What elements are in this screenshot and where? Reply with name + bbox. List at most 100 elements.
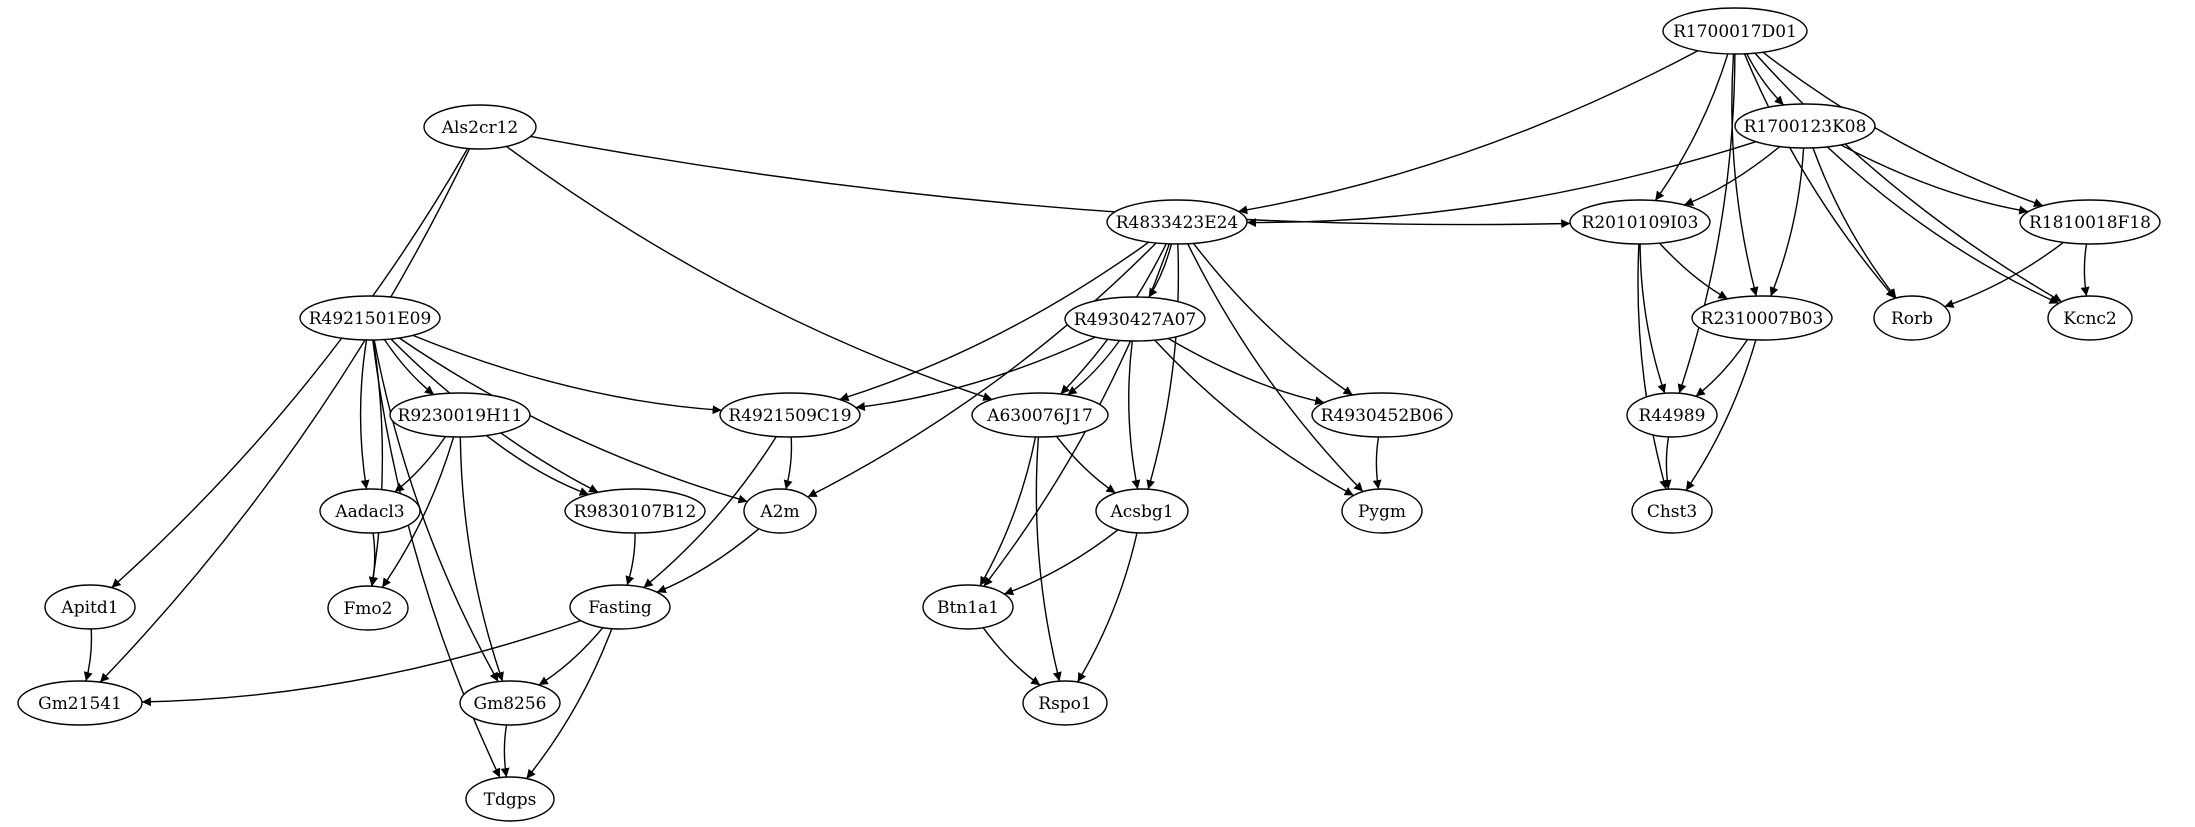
nodes-layer: R1700017D01R1700123K08Als2cr12R4833423E2… bbox=[17, 7, 2161, 822]
node-r2010109i03: R2010109I03 bbox=[1569, 199, 1711, 245]
node-label: Gm21541 bbox=[38, 694, 122, 714]
node-r4921509c19: R4921509C19 bbox=[719, 392, 861, 438]
node-ellipse bbox=[1095, 488, 1189, 534]
node-ellipse bbox=[423, 104, 537, 150]
node-r9830107b12: R9830107B12 bbox=[564, 488, 706, 534]
node-label: Kcnc2 bbox=[2063, 309, 2117, 329]
edge-r4921501e09-to-tdgps bbox=[372, 339, 501, 778]
node-ellipse bbox=[2019, 199, 2161, 245]
node-label: R4833423E24 bbox=[1116, 213, 1239, 233]
edge-a630076j17-to-acsbg1 bbox=[1055, 435, 1116, 494]
node-r4930452b06: R4930452B06 bbox=[1311, 392, 1453, 438]
edge-r4930427a07-to-acsbg1 bbox=[1128, 340, 1141, 490]
edge-r4921501e09-to-aadacl3 bbox=[359, 339, 370, 490]
node-label: Btn1a1 bbox=[937, 598, 999, 618]
edge-r2310007b03-to-r44989 bbox=[1695, 339, 1749, 397]
edge-btn1a1-to-rspo1 bbox=[982, 627, 1041, 686]
node-ellipse bbox=[1311, 392, 1453, 438]
node-r44989: R44989 bbox=[1626, 392, 1718, 438]
node-r1700017d01: R1700017D01 bbox=[1662, 7, 1808, 55]
node-label: R9230019H11 bbox=[398, 406, 523, 426]
node-ellipse bbox=[1106, 199, 1248, 245]
node-ellipse bbox=[389, 392, 531, 438]
edge-r1700017d01-to-r2310007b03 bbox=[1731, 53, 1759, 297]
edge-als2cr12-to-r2010109i03 bbox=[530, 135, 1571, 229]
node-ellipse bbox=[564, 488, 706, 534]
edge-r1700123k08-to-rorb bbox=[1812, 147, 1897, 299]
edge-a630076j17-to-btn1a1 bbox=[979, 436, 1037, 587]
node-r4833423e24: R4833423E24 bbox=[1106, 199, 1248, 245]
edge-r9230019h11-to-aadacl3 bbox=[394, 436, 447, 493]
edge-a2m-to-fasting bbox=[656, 528, 760, 594]
edge-fasting-to-tdgps bbox=[525, 628, 613, 780]
node-pygm: Pygm bbox=[1341, 488, 1423, 534]
edge-fasting-to-gm21541 bbox=[141, 619, 582, 707]
edge-r4921501e09-to-r4921509c19 bbox=[412, 334, 722, 415]
edges-layer bbox=[83, 50, 2090, 780]
node-ellipse bbox=[319, 488, 421, 534]
edge-r4921509c19-to-a2m bbox=[783, 436, 793, 490]
node-label: A2m bbox=[759, 502, 799, 522]
edge-r2010109i03-to-r44989 bbox=[1639, 243, 1667, 394]
edge-r1700017d01-to-r44989 bbox=[1677, 53, 1736, 394]
edge-r2010109i03-to-chst3 bbox=[1637, 243, 1668, 490]
node-ellipse bbox=[1022, 680, 1108, 726]
edge-r1810018f18-to-kcnc2 bbox=[2080, 243, 2090, 297]
node-ellipse bbox=[1341, 488, 1423, 534]
node-label: Chst3 bbox=[1647, 502, 1697, 522]
edge-r4930427a07-to-pygm bbox=[1154, 339, 1355, 497]
node-label: Fmo2 bbox=[344, 599, 393, 619]
edge-r9230019h11-to-fmo2 bbox=[381, 436, 455, 588]
edge-r1700123k08-to-r2010109i03 bbox=[1683, 145, 1781, 206]
edge-r4833423e24-to-a2m bbox=[807, 242, 1157, 498]
node-label: R2010109I03 bbox=[1582, 213, 1699, 233]
edge-r2310007b03-to-chst3 bbox=[1685, 339, 1757, 491]
edge-r4930452b06-to-pygm bbox=[1372, 436, 1382, 490]
node-ellipse bbox=[1064, 296, 1206, 342]
node-ellipse bbox=[971, 392, 1109, 438]
edge-fasting-to-gm8256 bbox=[538, 627, 604, 686]
node-kcnc2: Kcnc2 bbox=[2047, 295, 2133, 341]
node-label: Rspo1 bbox=[1038, 694, 1091, 714]
node-r1700123k08: R1700123K08 bbox=[1734, 103, 1876, 149]
edge-apitd1-to-gm21541 bbox=[83, 628, 93, 682]
node-label: R2310007B03 bbox=[1701, 309, 1824, 329]
node-ellipse bbox=[1626, 392, 1718, 438]
edge-r1700123k08-to-r1810018f18 bbox=[1840, 144, 2029, 215]
edge-a630076j17-to-rspo1 bbox=[1035, 436, 1062, 682]
node-r2310007b03: R2310007B03 bbox=[1691, 295, 1833, 341]
node-a630076j17: A630076J17 bbox=[971, 392, 1109, 438]
node-label: R1700123K08 bbox=[1744, 117, 1867, 137]
node-r1810018f18: R1810018F18 bbox=[2019, 199, 2161, 245]
edge-r1700017d01-to-r2010109i03 bbox=[1654, 53, 1729, 201]
node-ellipse bbox=[743, 488, 817, 534]
edge-r1700017d01-to-r1810018f18 bbox=[1762, 51, 2044, 207]
node-r9230019h11: R9230019H11 bbox=[389, 392, 531, 438]
node-ellipse bbox=[1734, 103, 1876, 149]
node-gm8256: Gm8256 bbox=[459, 680, 561, 726]
edge-r1700017d01-to-r1700123k08 bbox=[1746, 53, 1785, 106]
edge-r4930427a07-to-r4930452b06 bbox=[1167, 337, 1325, 406]
edge-r1700123k08-to-kcnc2 bbox=[1826, 146, 2059, 305]
edge-gm8256-to-tdgps bbox=[500, 724, 510, 778]
edge-r4833423e24-to-r4921509c19 bbox=[839, 241, 1150, 402]
node-ellipse bbox=[1662, 7, 1808, 55]
edge-r1810018f18-to-rorb bbox=[1944, 241, 2064, 308]
node-label: R1700017D01 bbox=[1673, 22, 1797, 42]
node-label: Rorb bbox=[1891, 309, 1933, 329]
edge-r4921501e09-to-r9230019h11 bbox=[383, 339, 435, 396]
node-ellipse bbox=[465, 776, 555, 822]
node-ellipse bbox=[719, 392, 861, 438]
node-r4930427a07: R4930427A07 bbox=[1064, 296, 1206, 342]
edge-r2010109i03-to-r2310007b03 bbox=[1658, 242, 1728, 300]
node-ellipse bbox=[922, 584, 1014, 630]
node-ellipse bbox=[569, 584, 671, 630]
node-ellipse bbox=[1873, 295, 1951, 341]
node-aadacl3: Aadacl3 bbox=[319, 488, 421, 534]
node-apitd1: Apitd1 bbox=[44, 584, 136, 630]
edge-r1700123k08-to-r2310007b03 bbox=[1769, 147, 1805, 297]
node-tdgps: Tdgps bbox=[465, 776, 555, 822]
node-chst3: Chst3 bbox=[1631, 488, 1713, 534]
edge-r4833423e24-to-r4930452b06 bbox=[1192, 242, 1353, 396]
